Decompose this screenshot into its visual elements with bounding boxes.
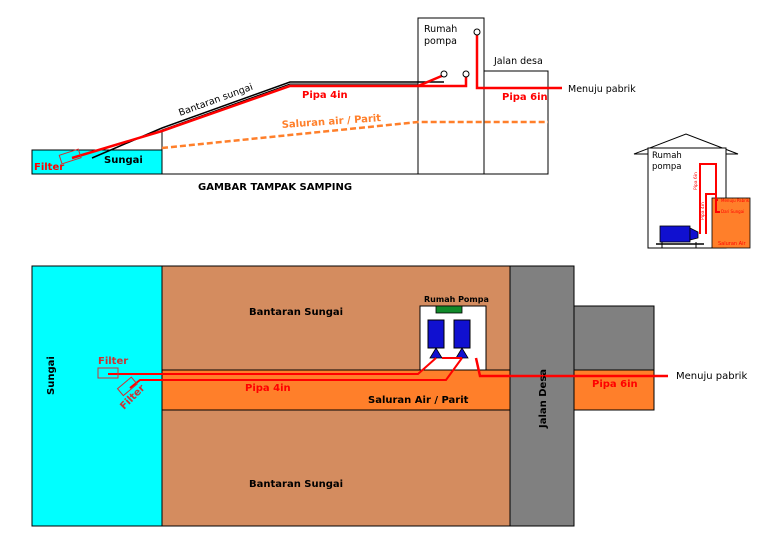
side-river-label: Sungai <box>104 155 143 166</box>
top-pipe-4in-a <box>108 357 437 375</box>
side-filter <box>58 148 82 165</box>
side-pump-valve-3 <box>473 28 481 36</box>
top-road <box>509 265 575 527</box>
top-pump-base <box>435 305 463 314</box>
top-ditch <box>161 369 511 411</box>
side-pipe-6in-label: Pipa 6in <box>502 92 548 103</box>
inset-house-label-1: Rumah <box>652 151 682 161</box>
side-pipe-4in <box>71 75 468 160</box>
top-to-factory-label: Menuju pabrik <box>676 371 747 382</box>
top-pump-1 <box>427 319 445 349</box>
top-bank-bottom-label: Bantaran Sungai <box>249 479 343 490</box>
inset-ditch-label: Saluran Air <box>718 241 746 247</box>
side-ditch-label: Saluran air / Parit <box>281 113 381 131</box>
side-pump-house-label-1: Rumah <box>424 24 457 35</box>
side-river <box>31 149 163 175</box>
top-pipe-6in-label: Pipa 6in <box>592 379 638 390</box>
side-pump-house <box>417 17 485 175</box>
top-ditch-label: Saluran Air / Parit <box>368 395 469 406</box>
top-pipe-6in <box>474 357 668 378</box>
top-pipe-4in-b <box>129 357 463 389</box>
side-pump-valve-2 <box>462 70 470 78</box>
inset-from-river-label: Dari Sungai <box>721 209 744 214</box>
top-filter-2 <box>116 376 138 397</box>
side-road-label: Jalan desa <box>493 56 543 67</box>
top-filter-1 <box>97 367 119 379</box>
side-to-factory-label: Menuju pabrik <box>568 84 636 95</box>
inset-pipe-6in-label: Pipa 6in <box>693 172 699 190</box>
side-bank-line <box>91 81 444 159</box>
side-filter-label: Filter <box>34 162 64 173</box>
inset-ditch-box <box>711 197 751 249</box>
inset-pipe-4in <box>705 193 720 234</box>
side-caption: GAMBAR TAMPAK SAMPING <box>198 182 352 193</box>
top-river-label: Sungai <box>46 356 57 395</box>
top-river <box>31 265 163 527</box>
top-bank-top-label: Bantaran Sungai <box>249 307 343 318</box>
inset-to-factory-label: Menuju Pabrik <box>721 198 750 203</box>
side-pipe-6in <box>475 32 562 90</box>
side-pump-valve-1 <box>440 70 448 78</box>
side-pipe-4in-branch <box>417 73 445 88</box>
inset-pump-head <box>689 227 699 241</box>
top-pipe-4in-label: Pipa 4in <box>245 383 291 394</box>
side-pump-house-label-2: pompa <box>424 36 457 47</box>
inset-pump-body <box>659 225 691 243</box>
top-view: Sungai Bantaran Sungai Bantaran Sungai R… <box>31 265 747 527</box>
side-pipe-4in-label: Pipa 4in <box>302 90 348 101</box>
side-ditch-line <box>161 120 548 150</box>
inset-pipe-4in-label: Pipa 4in <box>700 202 706 220</box>
top-road-label: Jalan Desa <box>538 369 549 429</box>
side-view: Filter Sungai Bantaran sungai Pipa 4in S… <box>31 17 636 193</box>
top-pump-2 <box>453 319 471 349</box>
inset-pump-house: Rumah pompa Pipa 6in Pipa 4in Menuju Pab… <box>633 133 751 249</box>
top-filter-1-label: Filter <box>98 356 128 367</box>
top-pump-house-label: Rumah Pompa <box>424 295 489 304</box>
inset-house-label-2: pompa <box>652 162 681 172</box>
